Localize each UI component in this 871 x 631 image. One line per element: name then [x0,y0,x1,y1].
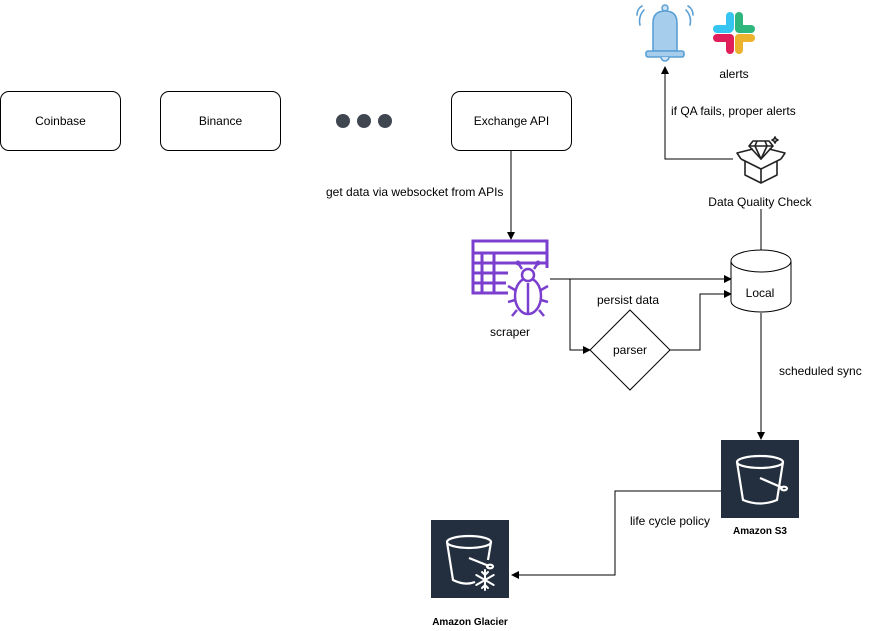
s3-label: Amazon S3 [733,526,787,537]
sync-edge-label: scheduled sync [779,364,862,378]
data-quality-label: Data Quality Check [708,195,812,209]
parser-diamond [589,309,671,391]
bell-icon[interactable] [633,3,697,67]
websocket-edge-label: get data via websocket from APIs [326,185,504,199]
local-label: Local [745,286,775,300]
s3-bucket-icon[interactable] [721,440,799,518]
edge-parser-to-local [670,290,732,351]
persist-edge-label: persist data [597,293,660,307]
coinbase-box[interactable]: Coinbase [0,91,121,151]
slack-icon[interactable] [711,10,757,56]
binance-label: Binance [198,114,243,128]
ellipsis-icon [336,114,392,128]
scraper-icon[interactable] [470,238,550,320]
scraper-label: scraper [489,325,531,339]
glacier-icon[interactable] [431,520,509,598]
diamond-box-icon[interactable] [735,133,787,185]
binance-box[interactable]: Binance [160,91,281,151]
exchange-api-label: Exchange API [473,114,550,128]
local-cylinder [730,249,792,313]
exchange-api-box[interactable]: Exchange API [451,91,572,151]
parser-label: parser [612,343,648,357]
coinbase-label: Coinbase [35,114,86,128]
glacier-label: Amazon Glacier [432,617,508,628]
edge-scraper-to-parser [549,278,591,354]
alerts-label: alerts [719,67,749,81]
edge-s3-to-glacier [511,490,721,579]
lifecycle-edge-label: life cycle policy [630,514,711,528]
edge-dq-to-alerts [661,66,733,160]
qa-fail-edge-label: if QA fails, proper alerts [671,104,796,118]
